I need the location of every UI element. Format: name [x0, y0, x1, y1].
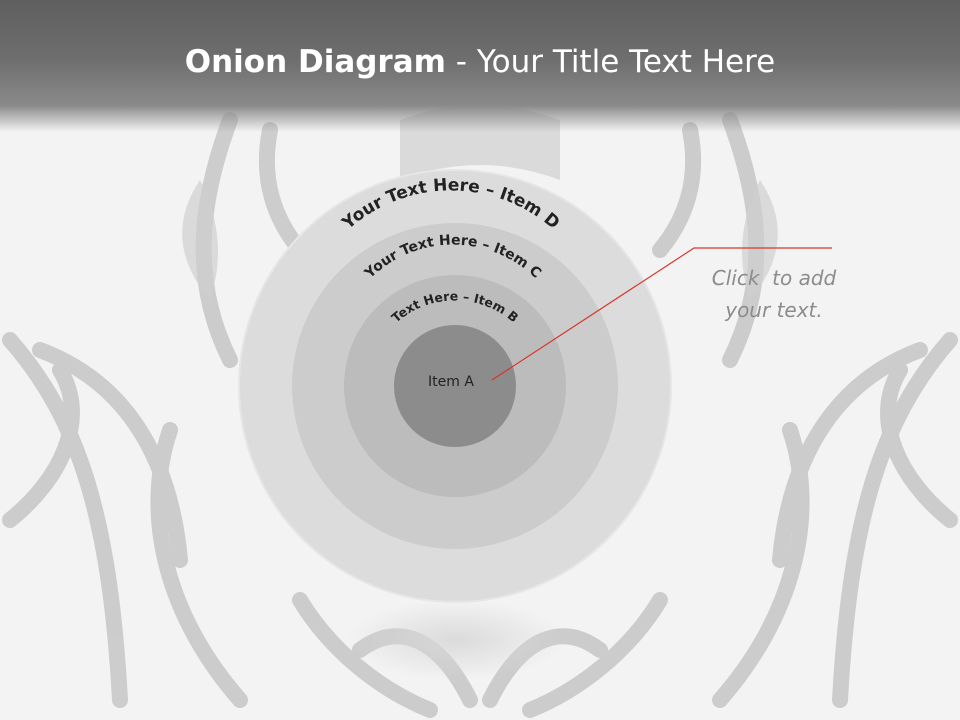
callout-line-1: Click to add — [711, 266, 837, 290]
title-bar — [0, 0, 960, 132]
onion-layer-a[interactable] — [394, 325, 516, 447]
slide-title[interactable]: Onion Diagram - Your Title Text Here — [0, 44, 960, 80]
layer-a-label: Item A — [428, 374, 474, 390]
onion-shadow — [346, 600, 566, 680]
callout-text[interactable]: Click to add your text. — [688, 262, 860, 326]
title-bold: Onion Diagram — [184, 44, 446, 80]
callout-line-2: your text. — [725, 298, 823, 322]
callout-leader-line — [491, 247, 832, 381]
title-rest: - Your Title Text Here — [445, 44, 776, 80]
